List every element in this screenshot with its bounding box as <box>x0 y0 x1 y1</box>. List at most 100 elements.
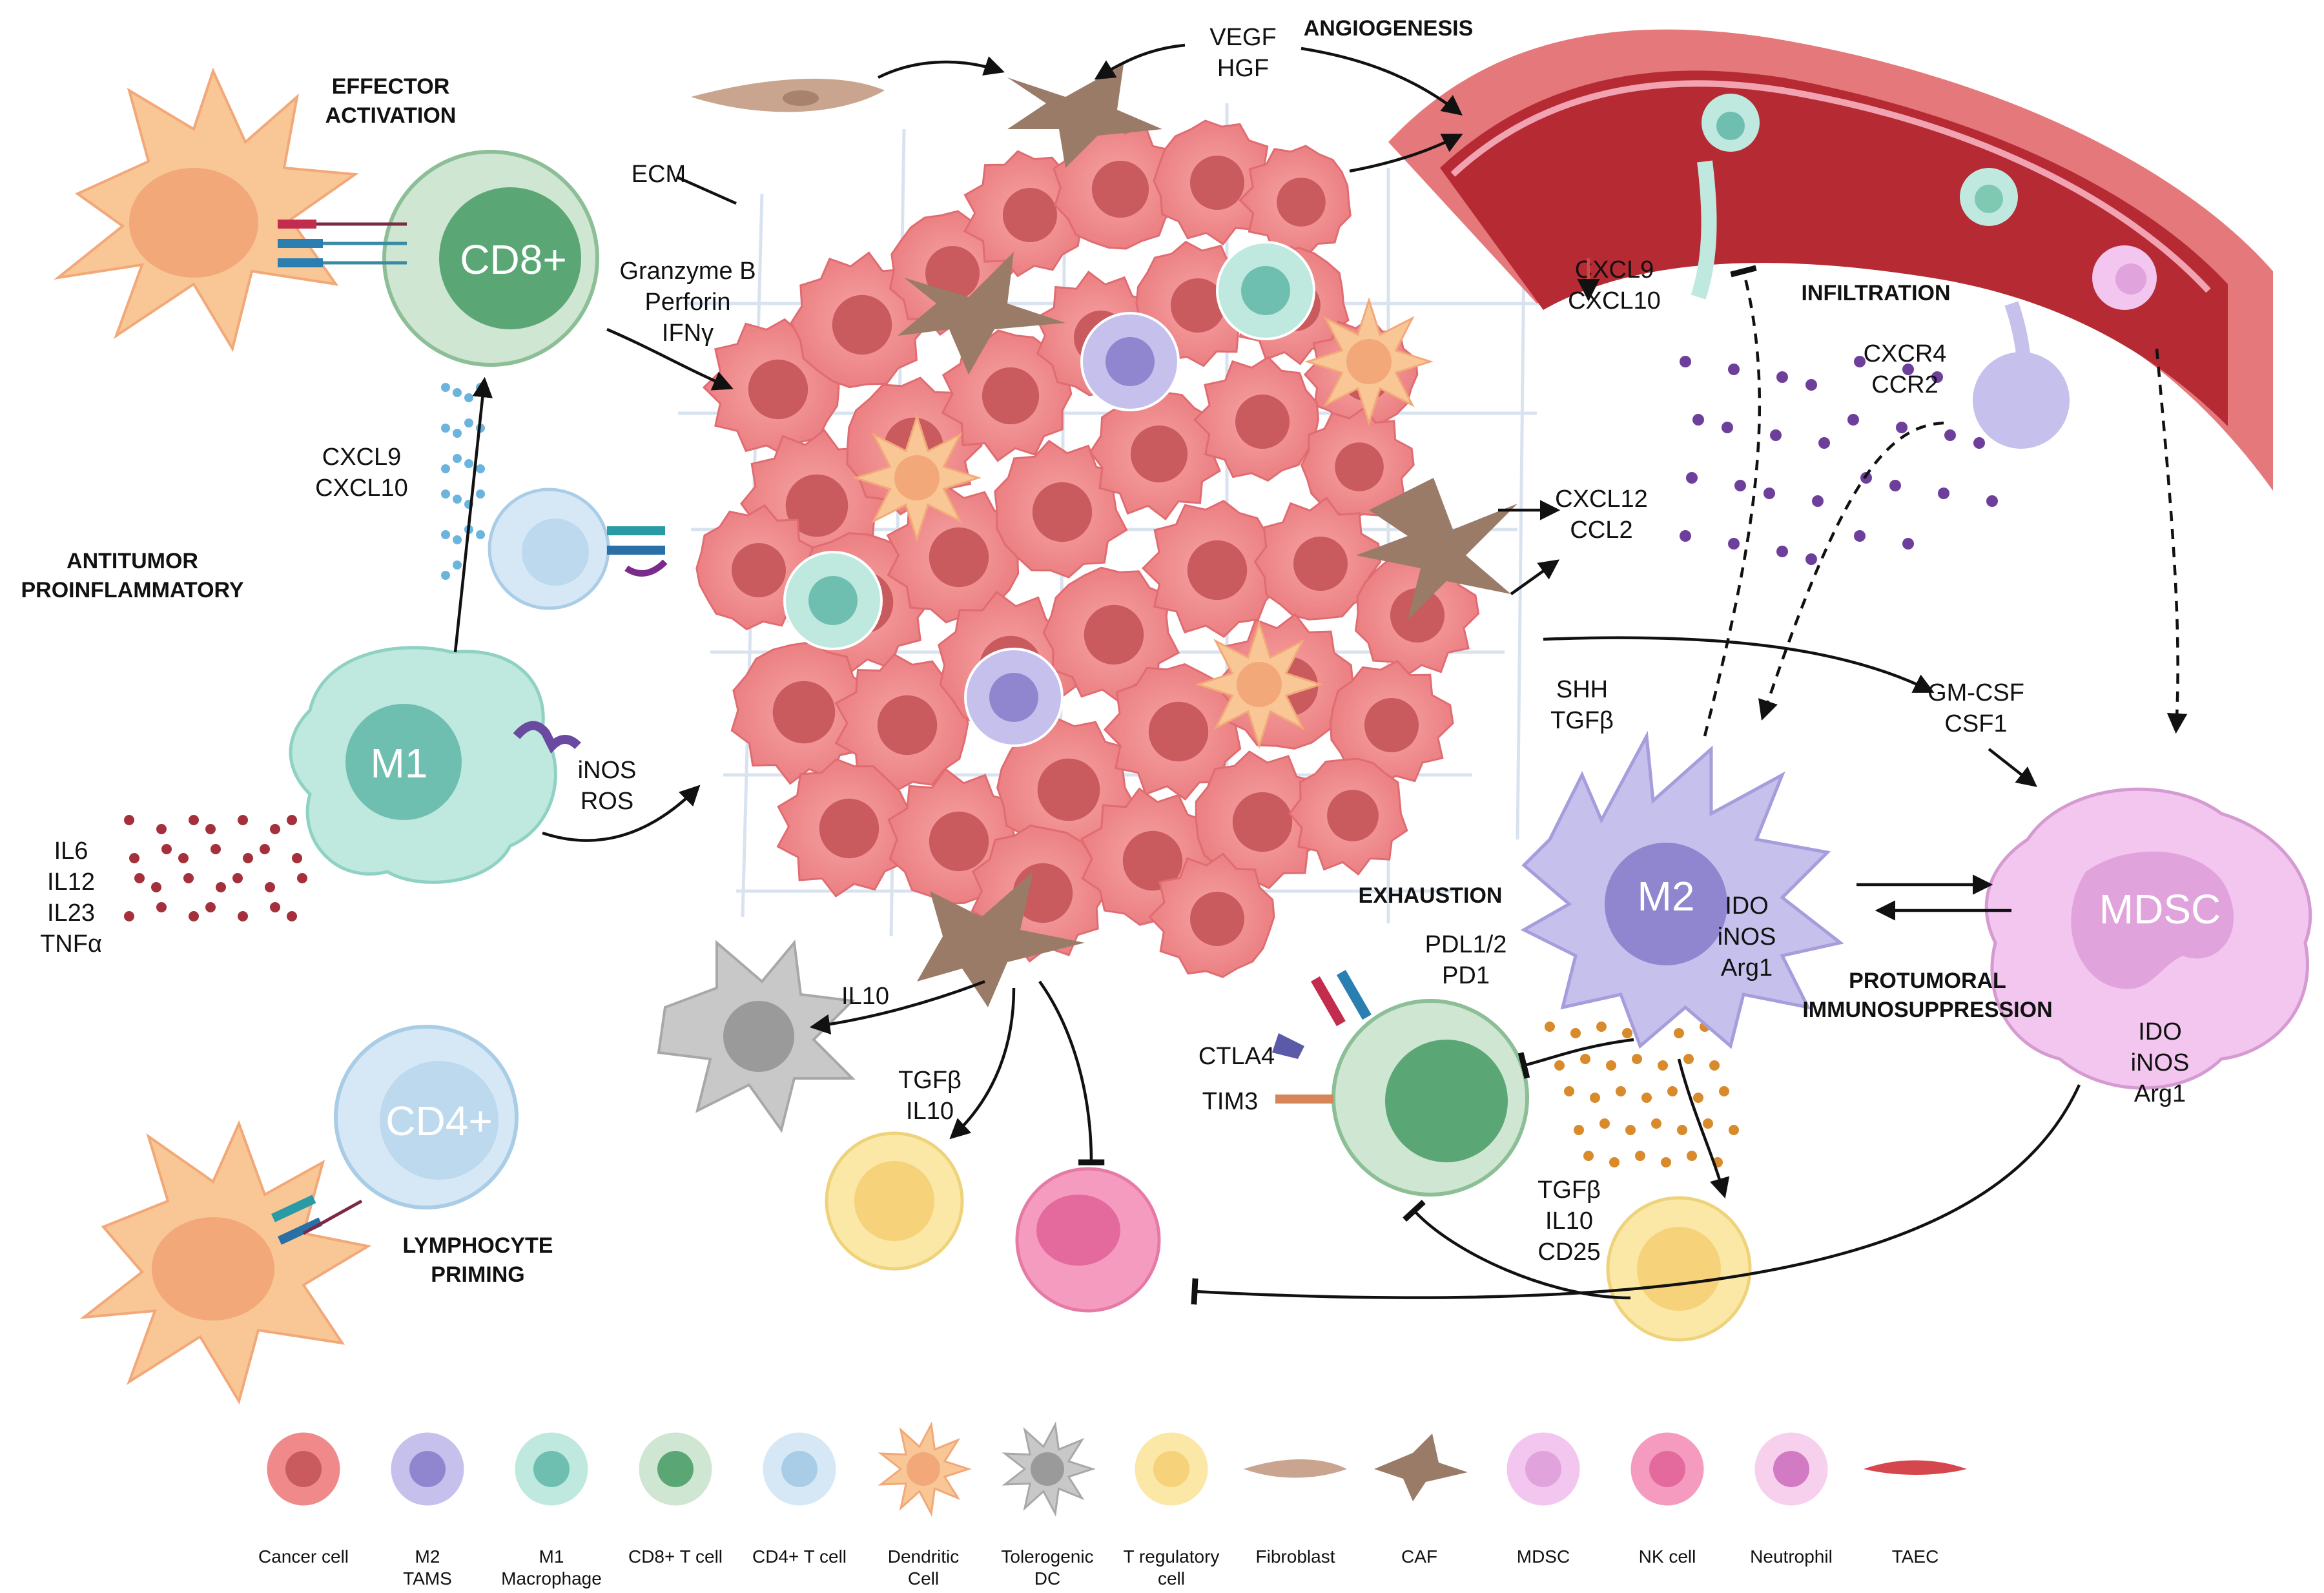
cytokine-dot <box>441 424 450 433</box>
label-cxcl10-left: CXCL10 <box>315 475 408 502</box>
cancer-cell-nucleus <box>1232 792 1293 852</box>
cancer-cell-nucleus <box>1091 160 1149 218</box>
cytokine-dot <box>1635 1151 1645 1161</box>
cancer-cell-nucleus <box>929 527 989 588</box>
cytokine-dot <box>1770 429 1782 441</box>
cytokine-dot <box>205 824 216 834</box>
cancer-cell-nucleus <box>732 543 786 597</box>
label-m2-ido: IDO <box>1725 892 1769 920</box>
cytokine-dot <box>1902 538 1914 550</box>
cytokine-dot <box>1854 356 1866 367</box>
cytokine-dot <box>183 873 194 883</box>
cytokine-dot <box>1609 1157 1620 1167</box>
legend-label: T regulatory <box>1124 1547 1220 1567</box>
cytokine-dot <box>1889 480 1901 491</box>
cancer-cell-nucleus <box>819 798 879 859</box>
cancer-cell-nucleus <box>1390 588 1445 642</box>
cytokine-dot <box>1683 1054 1694 1064</box>
cd8-label: CD8+ <box>460 236 566 283</box>
label-ctla4: CTLA4 <box>1198 1043 1275 1070</box>
legend-label: Fibroblast <box>1256 1547 1335 1567</box>
tcr-receptors-top <box>278 220 407 267</box>
legend-label: TAEC <box>1892 1547 1939 1567</box>
infiltrating-m1 <box>1691 160 1717 300</box>
cytokine-dot <box>216 882 226 892</box>
cytokine-dot <box>211 844 221 854</box>
label-mdsc-inos: iNOS <box>2131 1049 2190 1076</box>
label-csf1: CSF1 <box>1944 710 2007 737</box>
cytokine-dot <box>238 815 248 825</box>
label-cxcr4: CXCR4 <box>1864 340 1947 367</box>
dendritic-cell-bottom <box>79 1120 372 1405</box>
legend-label: MDSC <box>1517 1547 1570 1567</box>
cytokine-dot <box>1938 488 1949 499</box>
legend-label: CAF <box>1401 1547 1437 1567</box>
cytokine-dot <box>1986 495 1998 507</box>
label-ccr2: CCR2 <box>1871 371 1938 398</box>
cd4-helper-cell <box>488 488 668 610</box>
cytokine-dot <box>243 853 253 863</box>
m1-label: M1 <box>371 740 428 786</box>
cytokine-dot <box>1692 414 1704 426</box>
cytokine-dot <box>287 911 297 921</box>
cytokine-dot <box>124 911 134 921</box>
cytokine-dot <box>1734 480 1746 491</box>
cancer-cell-nucleus <box>929 811 989 872</box>
cancer-cell-nucleus <box>1277 178 1326 227</box>
cytokine-dot <box>441 571 450 580</box>
cytokine-dot <box>441 464 450 473</box>
blood-vessel <box>1388 29 2273 491</box>
legend-label: CD4+ T cell <box>752 1547 847 1567</box>
label-perforin: Perforin <box>644 289 730 316</box>
caf-top <box>1007 65 1162 168</box>
cancer-cell-nucleus <box>1032 482 1093 542</box>
cancer-cell-nucleus <box>1364 698 1419 752</box>
cytokine-dot <box>1722 422 1733 433</box>
cancer-cell-nucleus <box>1171 278 1225 333</box>
cytokine-dot <box>464 418 473 427</box>
cytokine-dot <box>1580 1054 1590 1064</box>
dendritic-cell-in-tumor <box>1304 297 1434 426</box>
label-tgfb-center: TGFβ <box>898 1067 961 1094</box>
legend-item-cancer: Cancer cell <box>258 1430 349 1567</box>
label-mdsc-ido: IDO <box>2138 1018 2182 1045</box>
cancer-cell-nucleus <box>1293 537 1348 591</box>
cytokine-dot <box>156 902 167 912</box>
cytokine-dot <box>270 824 280 834</box>
cytokine-dot <box>476 530 485 539</box>
cytokine-dot <box>1680 530 1691 542</box>
cytokine-dot <box>297 873 307 883</box>
treg-cell-right <box>1606 1196 1752 1342</box>
cytokine-dot <box>260 844 270 854</box>
fibroblast-icon <box>1244 1459 1347 1478</box>
label-il10: IL10 <box>841 983 889 1010</box>
label-tim3: TIM3 <box>1202 1088 1259 1115</box>
cytokine-dot <box>1854 530 1866 542</box>
legend-label: Neutrophil <box>1750 1547 1833 1567</box>
legend-label: NK cell <box>1639 1547 1696 1567</box>
heading-antitumor-1: ANTITUMOR <box>67 549 198 573</box>
cancer-cell-nucleus <box>1190 892 1244 946</box>
fibroblast-top <box>691 78 885 112</box>
cancer-cell-nucleus <box>832 294 892 355</box>
cytokine-dot <box>1625 1125 1636 1135</box>
cytokine-dot <box>1729 1125 1739 1135</box>
label-il23: IL23 <box>47 899 95 927</box>
cytokine-dot <box>1667 1086 1678 1096</box>
chemokine-dots-blue <box>441 383 485 580</box>
label-inos: iNOS <box>578 757 637 784</box>
cd8-t-cell: CD8+ <box>382 150 599 367</box>
cytokine-dot <box>1632 1054 1642 1064</box>
cancer-cell-nucleus <box>877 695 938 755</box>
legend-item-mdsc: MDSC <box>1505 1430 1582 1567</box>
label-il10-center: IL10 <box>906 1098 954 1125</box>
cytokine-dot <box>1728 538 1740 550</box>
cytokine-dot <box>476 464 485 473</box>
cytokine-dot <box>476 489 485 498</box>
cytokine-dot <box>205 902 216 912</box>
cytokine-dot <box>1973 437 1985 449</box>
cytokine-dot <box>1545 1022 1555 1032</box>
heading-exhaustion: EXHAUSTION <box>1359 883 1503 908</box>
cancer-cell-nucleus <box>785 474 848 537</box>
